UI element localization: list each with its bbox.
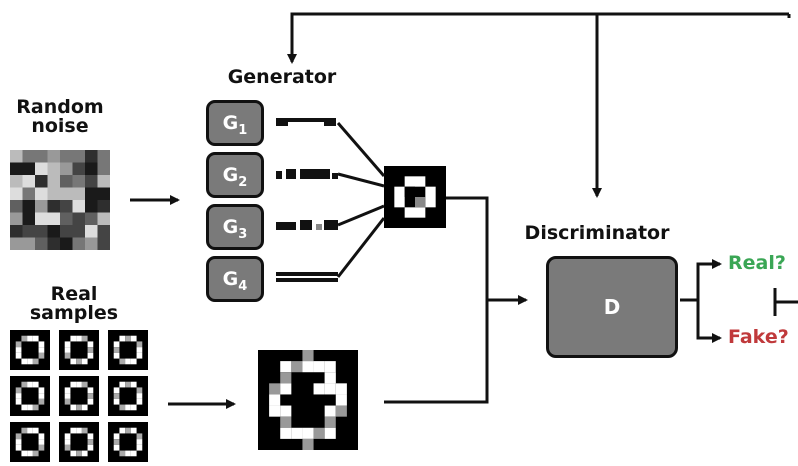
real-digit-zero-image xyxy=(258,350,358,450)
real-branch xyxy=(696,259,722,300)
generator-output-strip xyxy=(286,169,296,179)
generator-output-strip xyxy=(276,118,336,122)
generator-box-1: G1 xyxy=(206,100,264,146)
random-noise-label: Random noise xyxy=(16,96,104,137)
real-to-disc-line xyxy=(384,300,489,404)
real-sample-digit xyxy=(10,330,50,370)
generator-box-3: G3 xyxy=(206,204,264,250)
generated-digit-image xyxy=(384,166,446,228)
gen-to-disc-line xyxy=(446,196,489,300)
real-question-label: Real? xyxy=(728,252,786,274)
real-samples-label: Real samples xyxy=(29,283,119,324)
generator-output-strip xyxy=(300,169,330,179)
generator-output-strip xyxy=(324,122,336,126)
generator-output-strip xyxy=(276,122,288,126)
noise-grid-image xyxy=(10,150,110,250)
generator-label: Generator xyxy=(227,66,337,88)
generator-output-strip xyxy=(276,171,282,179)
generator-output-strip xyxy=(276,272,338,276)
real-sample-digit xyxy=(10,376,50,416)
real-sample-digit xyxy=(10,422,50,462)
generator-output-strip xyxy=(276,278,338,282)
real-sample-digit xyxy=(59,376,99,416)
real-sample-digit xyxy=(108,422,148,462)
generator-output-strip xyxy=(324,220,338,230)
fake-branch xyxy=(696,300,722,343)
generator-output-strip xyxy=(316,224,322,230)
generator-output-strip xyxy=(276,222,296,230)
real-sample-digit xyxy=(108,376,148,416)
generator-box-2: G2 xyxy=(206,152,264,198)
discriminator-box: D xyxy=(546,256,678,358)
real-sample-digit xyxy=(59,422,99,462)
feedback-line xyxy=(287,12,789,64)
real-digit-grid-image xyxy=(10,330,148,462)
generator-box-4: G4 xyxy=(206,256,264,302)
real-sample-digit xyxy=(59,330,99,370)
generator-output-strip xyxy=(300,220,312,230)
generator-output-strip xyxy=(332,173,338,179)
discriminator-label: Discriminator xyxy=(524,222,670,244)
real-sample-digit xyxy=(108,330,148,370)
fake-question-label: Fake? xyxy=(728,326,789,348)
